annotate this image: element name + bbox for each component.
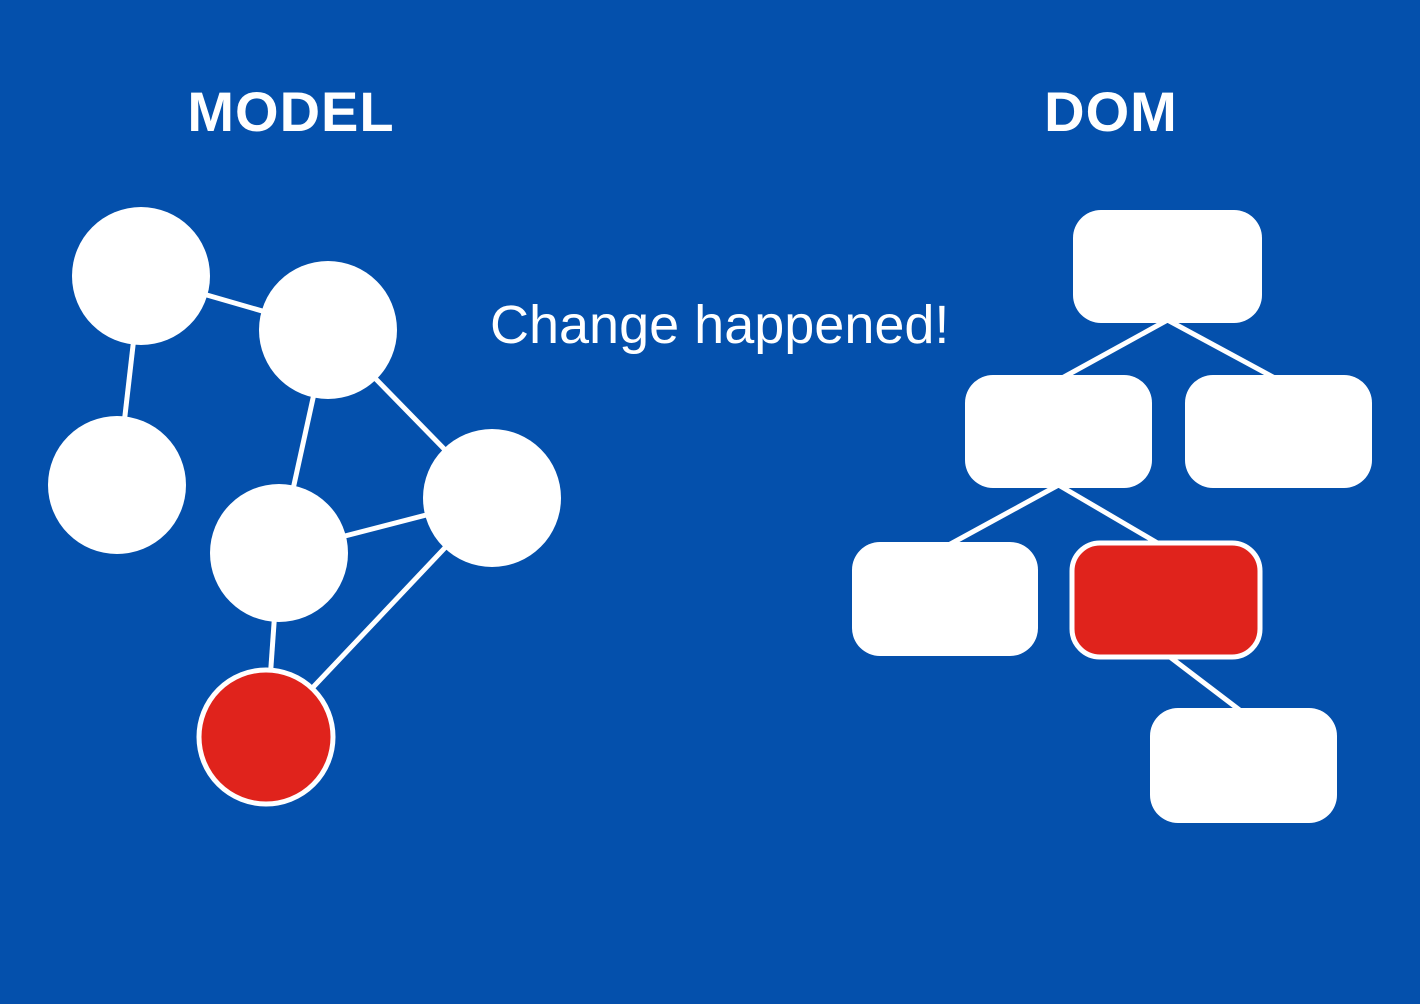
dom-node-leaf	[1150, 708, 1337, 823]
model-node-m2	[259, 261, 397, 399]
model-node-changed	[196, 667, 336, 807]
dom-edge-root-child-left	[1057, 317, 1169, 383]
dom-tree-edges	[943, 317, 1280, 715]
dom-node-child-left	[965, 375, 1152, 488]
dom-tree-nodes	[852, 210, 1372, 823]
model-node-m3	[48, 416, 186, 554]
model-node-m4	[210, 484, 348, 622]
dom-panel-title: DOM	[1044, 80, 1178, 143]
dom-edge-child-left-grandchild-right	[1057, 482, 1168, 551]
model-node-m1	[72, 207, 210, 345]
dom-edge-root-child-right	[1166, 317, 1280, 383]
dom-node-root	[1073, 210, 1262, 323]
dom-edge-child-left-grandchild-left	[943, 482, 1060, 550]
change-happened-annotation: Change happened!	[490, 295, 950, 355]
model-node-m5	[423, 429, 561, 567]
dom-node-changed	[1069, 540, 1263, 660]
dom-node-child-right	[1185, 375, 1372, 488]
model-graph-nodes	[48, 207, 561, 622]
model-panel-title: MODEL	[187, 80, 395, 143]
dom-node-grandchild-left	[852, 542, 1038, 656]
dom-edge-grandchild-right-leaf	[1164, 652, 1246, 715]
